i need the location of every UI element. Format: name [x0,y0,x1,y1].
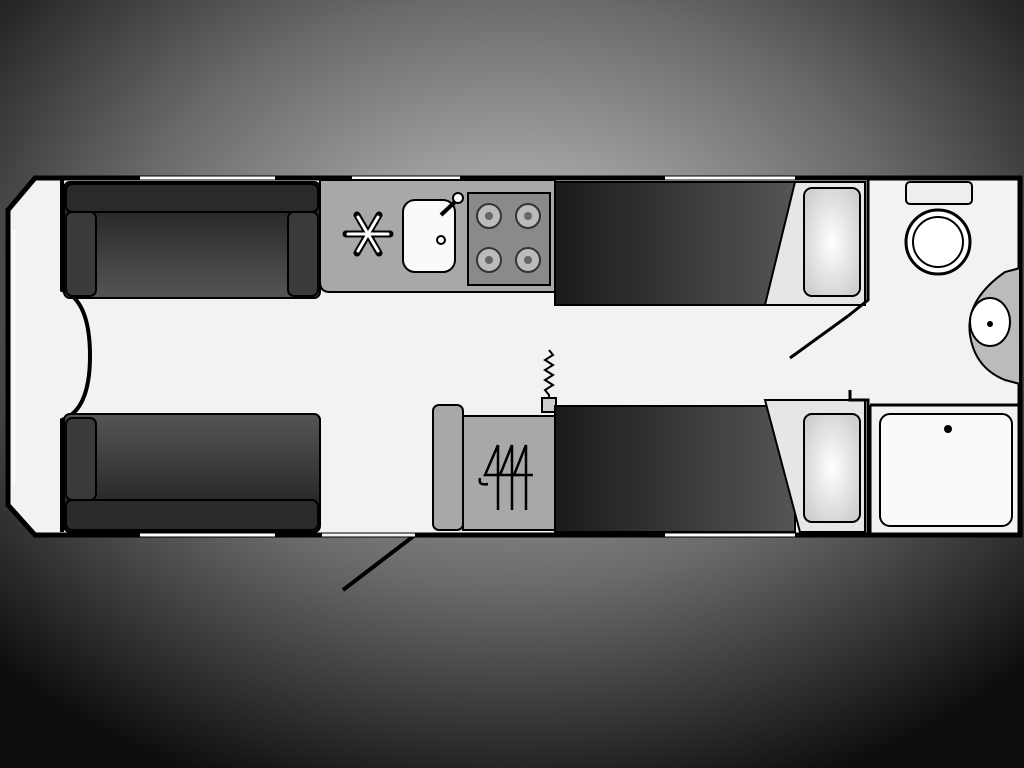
shower-tray-icon [879,413,1013,527]
washroom-door [789,314,849,360]
wardrobe [462,415,556,531]
washroom-wall [847,180,870,318]
toilet-icon [904,181,973,276]
entrance-door [341,533,417,592]
basin-icon [968,266,1021,386]
snowflake-icon-inner [346,215,390,253]
heater-icon [543,349,555,405]
pillow-icon [803,413,861,523]
coat-hanger-icon [478,444,533,510]
hob-icon [467,192,551,286]
front-sofa-top [63,181,321,299]
wardrobe-side [432,404,464,531]
windows [12,176,795,537]
front-sofa-bottom [63,413,321,533]
bed-top [554,181,866,306]
bed-bottom [554,399,866,533]
heater-unit [541,397,557,413]
sink-icon [402,192,464,273]
bedroom-wall [848,390,870,535]
pillow-icon [803,187,861,297]
